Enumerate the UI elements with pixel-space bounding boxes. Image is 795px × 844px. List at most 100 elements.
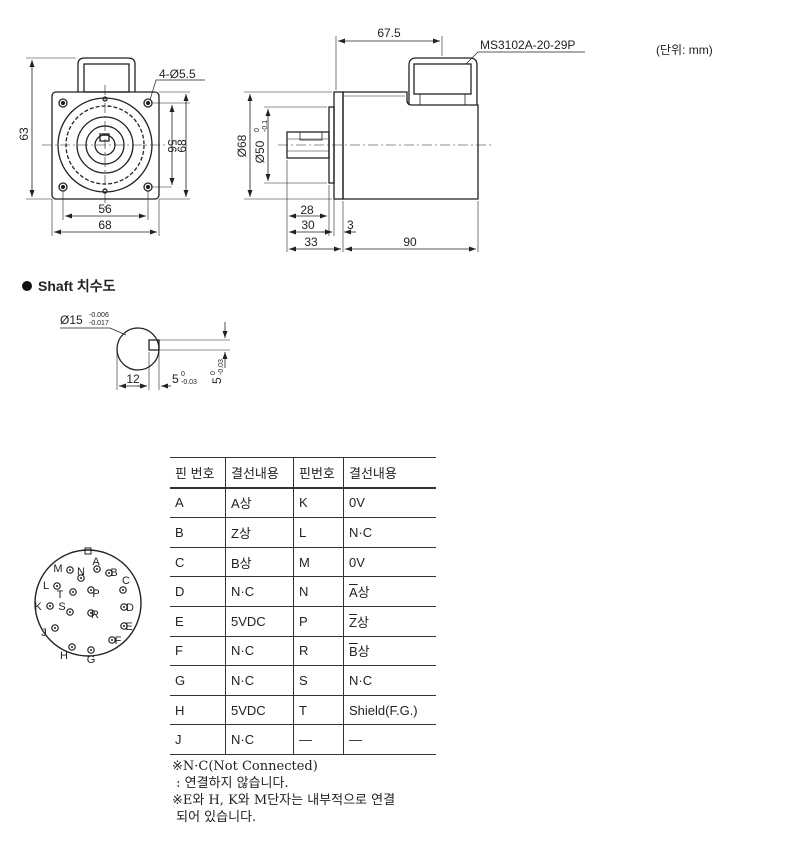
connector-pin-center: [72, 591, 74, 593]
pin-cell: —: [293, 724, 344, 755]
connector-pin-center: [54, 627, 56, 629]
inner-56-h-label: 56: [98, 202, 112, 216]
connector-pin-center: [90, 589, 92, 591]
wiring-cell: 5VDC: [225, 694, 294, 726]
dia-50-tol-lower: -0.1: [262, 120, 269, 132]
wiring-cell-inverted: B상: [343, 635, 436, 667]
pin-cell: L: [293, 517, 344, 548]
connector-pin-center: [108, 572, 110, 574]
header-wiring: 결선내용: [225, 456, 294, 489]
d33-label: 33: [304, 235, 318, 249]
shaft-dia-tol-lower: -0.017: [89, 320, 109, 327]
wiring-cell: N·C: [225, 576, 294, 607]
connector-pin-label: E: [125, 621, 132, 633]
connector-pin-label: L: [43, 580, 49, 592]
connector-pin-center: [122, 589, 124, 591]
height-63-label: 63: [17, 127, 31, 141]
side-view: [244, 36, 585, 252]
pin-cell: A: [170, 487, 226, 519]
key-height-label: 5: [210, 377, 224, 384]
wiring-cell-inverted: A상: [343, 576, 436, 607]
pin-cell: B: [170, 517, 226, 548]
wiring-cell: 5VDC: [225, 605, 294, 637]
header-wiring-2: 결선내용: [343, 456, 436, 489]
connector-pin-center: [90, 649, 92, 651]
wiring-cell: —: [343, 724, 436, 755]
connector-pin-center: [71, 646, 73, 648]
pin-cell: E: [170, 605, 226, 637]
connector-pin-label: C: [122, 575, 130, 587]
pin-cell: M: [293, 546, 344, 578]
key-height-tol-lower: -0.03: [218, 359, 225, 375]
pin-cell: T: [293, 694, 344, 726]
d3-label: 3: [347, 218, 354, 232]
connector-pin-label: F: [115, 635, 122, 647]
connector-model-label: MS3102A-20-29P: [480, 38, 575, 52]
connector-pin-label: K: [34, 601, 42, 613]
overall-67-5-label: 67.5: [377, 26, 401, 40]
wiring-cell: N·C: [225, 724, 294, 755]
connector-pin-label: J: [41, 627, 47, 639]
bullet-icon: [22, 281, 32, 291]
connector-pin-center: [69, 611, 71, 613]
d28-label: 28: [300, 203, 314, 217]
note-line: : 연결하지 않습니다.: [172, 776, 289, 791]
wiring-cell: N·C: [225, 635, 294, 667]
d90-label: 90: [403, 235, 417, 249]
hole-spec-label: 4-Ø5.5: [159, 67, 196, 81]
table-header-row: 핀 번호 결선내용 핀번호 결선내용: [170, 456, 436, 489]
key-width-label: 5: [172, 372, 179, 386]
pin-cell: F: [170, 635, 226, 667]
pin-cell: N: [293, 576, 344, 607]
unit-label: (단위: mm): [656, 43, 713, 57]
connector-pin-label: P: [92, 588, 99, 600]
dia-68-label: Ø68: [235, 134, 249, 157]
connector-pin-label: S: [58, 601, 65, 613]
pin-cell: G: [170, 665, 226, 696]
pin-cell: R: [293, 635, 344, 667]
shaft-dia-label: Ø15: [60, 313, 83, 327]
connector-pin-center: [123, 625, 125, 627]
dia-50-label: Ø50: [253, 140, 267, 163]
note-line: 되어 있습니다.: [172, 810, 257, 825]
connector-pin-label: G: [87, 654, 96, 666]
connector-pin-center: [56, 585, 58, 587]
pin-cell: P: [293, 605, 344, 637]
wiring-cell: Z상: [225, 517, 294, 548]
connector-pin-label: B: [110, 567, 117, 579]
outer-68-h-label: 68: [98, 218, 112, 232]
inner-56-v-label: 56: [165, 139, 179, 153]
connector-pin-center: [80, 577, 82, 579]
connector-pin-label: H: [60, 650, 68, 662]
key-width-tol-lower: -0.03: [181, 379, 197, 386]
connector-pin-center: [69, 569, 71, 571]
shaft-heading-text: Shaft 치수도: [38, 278, 116, 294]
wiring-cell: 0V: [343, 546, 436, 578]
shaft-dia-tol-upper: -0.006: [89, 312, 109, 319]
connector-face: [34, 547, 142, 657]
connector-pin-label: R: [91, 609, 99, 621]
d30-label: 30: [301, 218, 315, 232]
note-line: ※E와 H, K와 M단자는 내부적으로 연결: [172, 793, 396, 808]
connector-pin-label: T: [57, 589, 64, 601]
pin-cell: K: [293, 487, 344, 519]
notes-block: ※N·C(Not Connected) : 연결하지 않습니다. ※E와 H, K…: [172, 758, 395, 826]
pin-cell: S: [293, 665, 344, 696]
dia-50-tol-upper: 0: [254, 128, 261, 132]
connector-pin-label: M: [53, 563, 62, 575]
wiring-cell: A상: [225, 487, 294, 519]
note-line: ※N·C(Not Connected): [172, 759, 318, 774]
connector-pin-label: D: [126, 602, 134, 614]
front-view: [26, 57, 205, 236]
